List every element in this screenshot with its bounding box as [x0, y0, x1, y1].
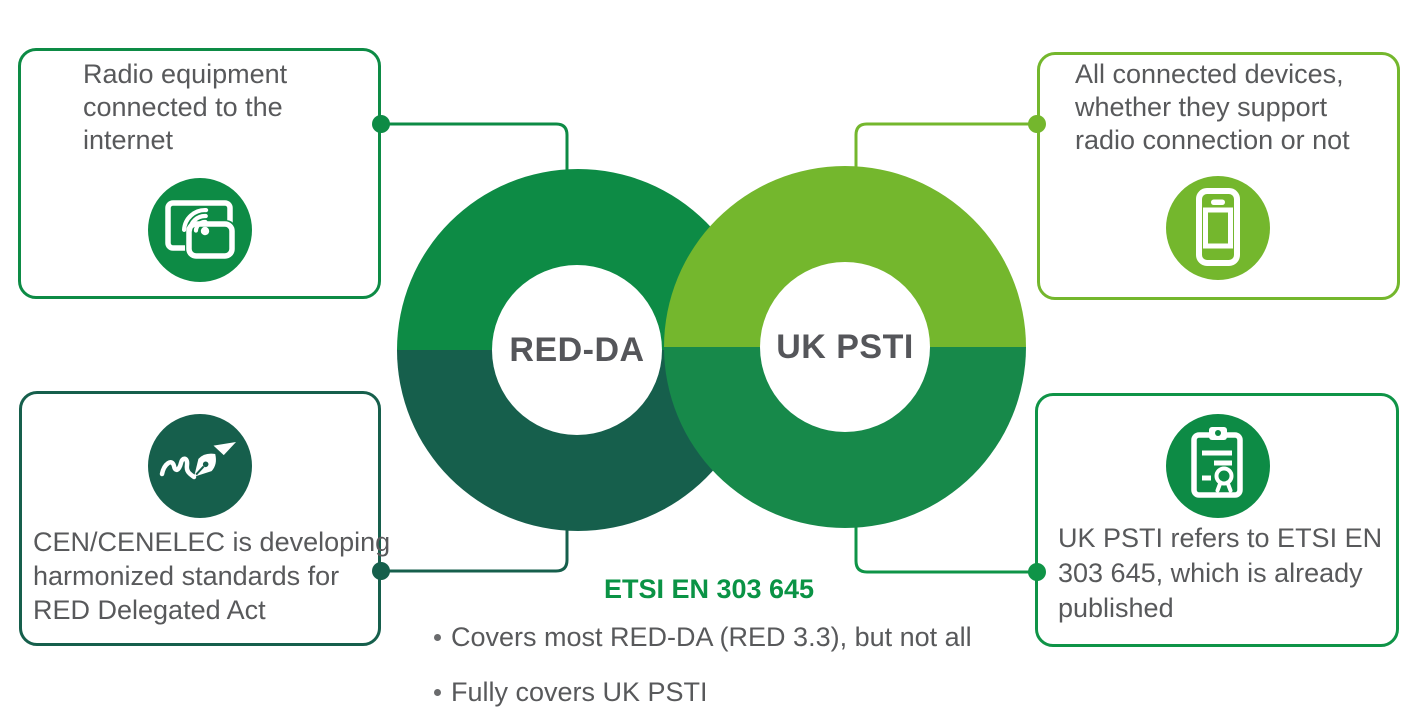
- connector-dot-top-left: [372, 115, 390, 133]
- text-line: internet: [83, 125, 174, 155]
- venn-label-uk-psti: UK PSTI: [776, 327, 914, 366]
- bullet-icon: [434, 633, 441, 641]
- text-line: All connected devices,: [1075, 59, 1344, 89]
- venn-label-circle-red-da: RED-DA: [492, 265, 662, 435]
- etsi-heading: ETSI EN 303 645: [603, 574, 815, 604]
- connector-dot-bottom-left: [372, 562, 390, 580]
- callout-text-all-connected-devices: All connected devices, whether they supp…: [1075, 58, 1350, 157]
- screen-cast-icon: [148, 178, 252, 282]
- callout-text-radio-equipment: Radio equipment connected to the interne…: [83, 58, 287, 157]
- connector-bottom-right: [854, 527, 1037, 574]
- callout-box-all-connected-devices: [1037, 52, 1400, 300]
- text-line: whether they support: [1075, 92, 1328, 122]
- text-line: radio connection or not: [1075, 125, 1350, 155]
- connector-bottom-left: [381, 529, 569, 573]
- venn-label-circle-uk-psti: UK PSTI: [760, 262, 930, 432]
- venn-label-red-da: RED-DA: [509, 330, 645, 369]
- text-line: harmonized standards for: [33, 561, 340, 591]
- callout-box-uk-psti-refers: [1035, 393, 1399, 647]
- callout-text-uk-psti-refers: UK PSTI refers to ETSI EN 303 645, which…: [1058, 521, 1382, 626]
- connector-top-left: [381, 122, 569, 171]
- bullet-text: Covers most RED-DA (RED 3.3), but not al…: [451, 622, 972, 652]
- text-line: 303 645, which is already: [1058, 558, 1363, 588]
- text-line: UK PSTI refers to ETSI EN: [1058, 523, 1383, 553]
- text-line: CEN/CENELEC is developing: [33, 527, 391, 557]
- bullet-item: Covers most RED-DA (RED 3.3), but not al…: [434, 620, 972, 654]
- text-line: Radio equipment: [83, 59, 288, 89]
- callout-box-radio-equipment: [18, 48, 381, 299]
- callout-box-cen-cenelec: [19, 391, 381, 646]
- certificate-clipboard-icon: [1166, 414, 1270, 518]
- bullet-text: Fully covers UK PSTI: [451, 677, 708, 707]
- text-line: RED Delegated Act: [33, 595, 266, 625]
- smartphone-icon: [1166, 176, 1270, 280]
- callout-text-cen-cenelec: CEN/CENELEC is developing harmonized sta…: [33, 525, 390, 627]
- connector-top-right: [854, 122, 1037, 169]
- text-line: published: [1058, 593, 1174, 623]
- bullet-item: Fully covers UK PSTI: [434, 675, 708, 709]
- bullet-icon: [434, 688, 441, 696]
- pen-signature-icon: [148, 414, 252, 518]
- text-line: connected to the: [83, 92, 283, 122]
